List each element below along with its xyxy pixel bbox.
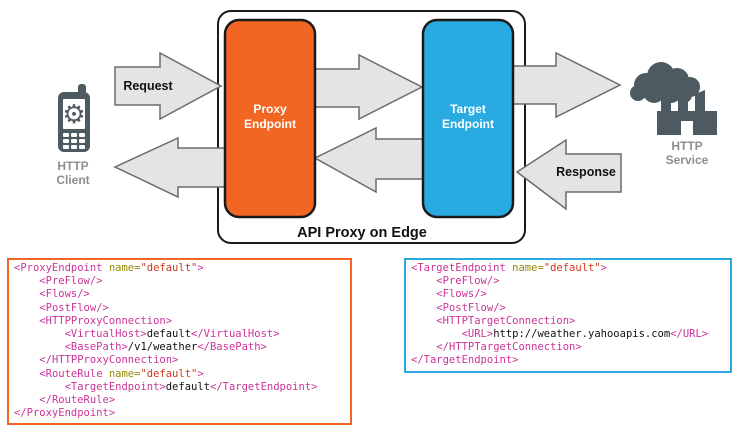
- proxy-endpoint-xml-block: <ProxyEndpoint name="default"> <PreFlow/…: [7, 258, 352, 426]
- factory-icon: [657, 88, 717, 135]
- request-label: Request: [123, 79, 173, 93]
- response-arrow: [515, 138, 622, 211]
- proxy-to-target-arrow: [312, 53, 424, 121]
- code-line: <Flows/>: [436, 288, 487, 301]
- http-client-icon: ⚙: [58, 84, 90, 152]
- code-line: <HTTPTargetConnection>: [436, 314, 576, 327]
- code-line: </HTTPTargetConnection>: [436, 341, 582, 354]
- http-service-icon: [630, 62, 717, 135]
- code-line: <PostFlow/>: [436, 301, 506, 314]
- code-line: <ProxyEndpoint name="default">: [14, 262, 204, 274]
- code-line: <Flows/>: [39, 288, 90, 301]
- api-proxy-on-edge-label: API Proxy on Edge: [297, 225, 427, 241]
- http-client-label-line2: Client: [56, 173, 89, 187]
- code-line: <URL>http://weather.yahooapis.com</URL>: [461, 328, 709, 341]
- code-line: <TargetEndpoint>default</TargetEndpoint>: [64, 380, 318, 393]
- code-line: </HTTPProxyConnection>: [39, 354, 179, 367]
- code-line: <PreFlow/>: [39, 275, 103, 288]
- return-to-client-arrow: [113, 136, 229, 199]
- code-line: </ProxyEndpoint>: [14, 407, 116, 420]
- target-endpoint-label-line2: Endpoint: [442, 117, 494, 131]
- code-line: </RouteRule>: [39, 394, 116, 407]
- code-line: <BasePath>/v1/weather</BasePath>: [64, 341, 267, 354]
- code-line: <TargetEndpoint name="default">: [411, 262, 607, 274]
- http-service-label-line1: HTTP: [671, 139, 702, 153]
- phone-screen: [63, 99, 85, 129]
- target-to-proxy-arrow: [313, 126, 425, 194]
- code-line: </TargetEndpoint>: [411, 354, 519, 367]
- target-to-service-arrow: [510, 51, 622, 119]
- gear-icon: ⚙: [62, 100, 85, 130]
- code-line: <HTTPProxyConnection>: [39, 314, 173, 327]
- target-endpoint-box: [421, 18, 515, 219]
- code-line: <PreFlow/>: [436, 275, 500, 288]
- code-line: <RouteRule name="default">: [39, 367, 204, 380]
- proxy-endpoint-label-line2: Endpoint: [244, 117, 296, 131]
- response-label: Response: [556, 165, 616, 179]
- phone-keypad: [63, 133, 85, 149]
- code-line: <PostFlow/>: [39, 301, 109, 314]
- proxy-endpoint-box: [223, 18, 317, 219]
- code-line: <VirtualHost>default</VirtualHost>: [64, 328, 280, 341]
- http-client-label-line1: HTTP: [57, 159, 88, 173]
- request-arrow: [114, 51, 223, 121]
- http-service-label-line2: Service: [666, 153, 709, 167]
- architecture-diagram: ⚙ HTTP Client HTTP Service Request Respo…: [56, 10, 717, 244]
- proxy-endpoint-label-line1: Proxy: [253, 102, 287, 116]
- target-endpoint-xml-block: <TargetEndpoint name="default"> <PreFlow…: [404, 258, 732, 373]
- target-endpoint-label-line1: Target: [450, 102, 486, 116]
